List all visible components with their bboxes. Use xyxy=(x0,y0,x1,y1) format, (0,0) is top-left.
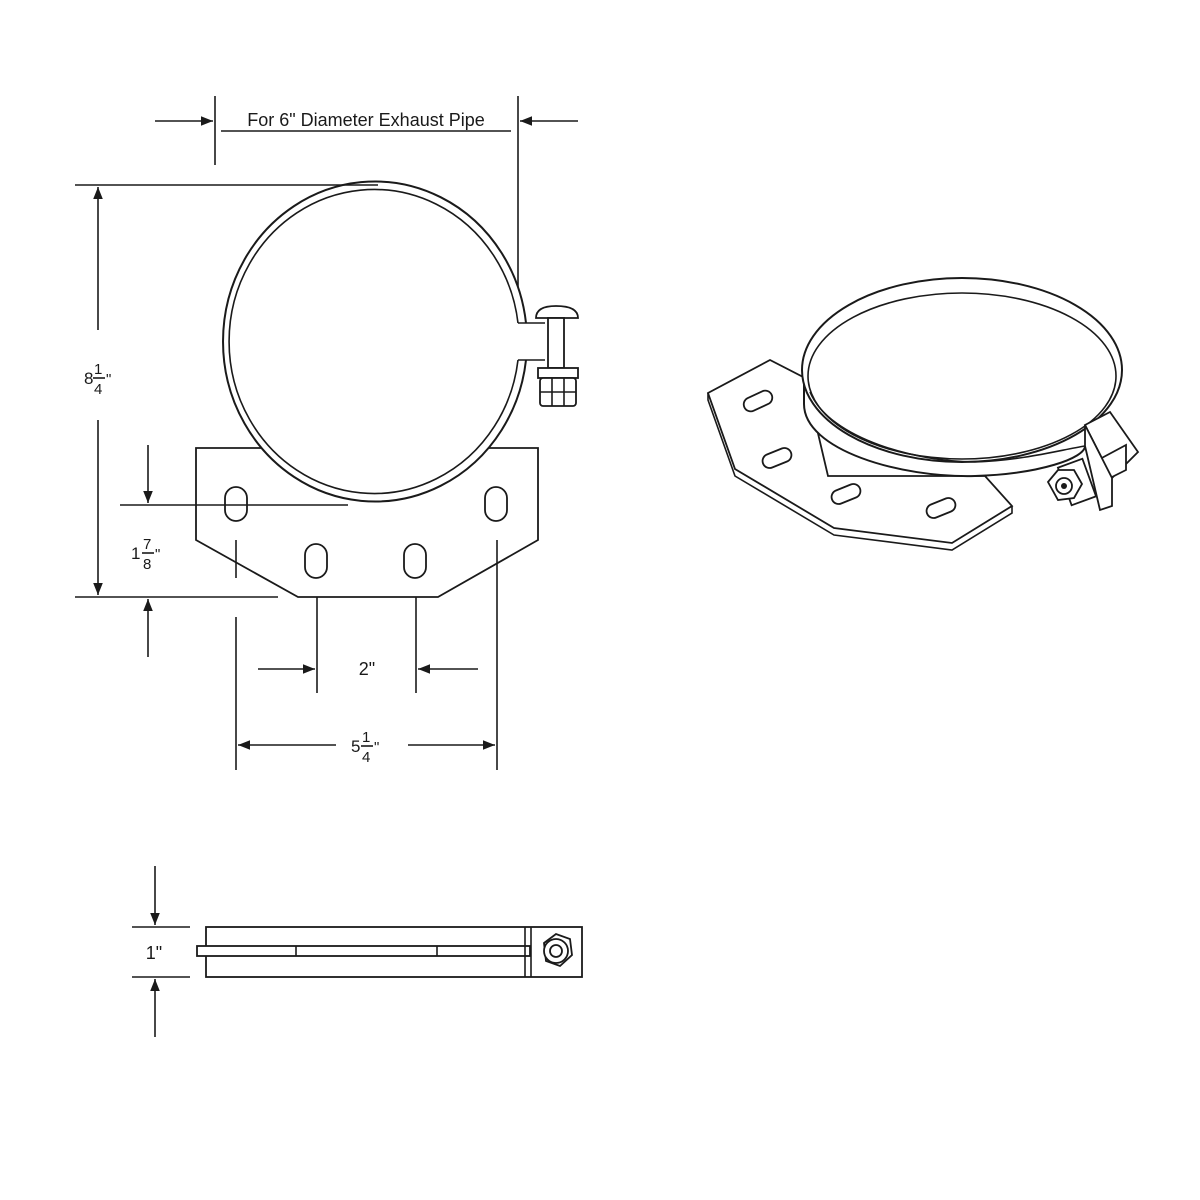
mounting-slot xyxy=(403,543,427,579)
pipe-diameter-dimension: For 6" Diameter Exhaust Pipe xyxy=(155,96,578,290)
overall-height-dimension: 8 1 4 " xyxy=(75,184,378,598)
band-width-label: 1" xyxy=(146,943,162,963)
overall-height-unit: " xyxy=(106,371,111,388)
iso-bracket-plate xyxy=(706,358,1014,544)
side-view: 1" xyxy=(132,866,583,1037)
bolt-spacing-whole: 5 xyxy=(351,737,360,756)
iso-clamp-band xyxy=(801,277,1123,478)
iso-bolt-block xyxy=(1046,410,1140,512)
bolt-spacing-denominator: 4 xyxy=(362,749,370,766)
bolt-spacing-dimension: 5 1 4 " xyxy=(235,540,498,770)
overall-height-denominator: 4 xyxy=(94,381,102,398)
bolt-spacing-unit: " xyxy=(374,739,379,756)
overall-height-numerator: 1 xyxy=(94,361,102,378)
mounting-slot xyxy=(224,486,248,522)
overall-height-whole: 8 xyxy=(84,369,93,388)
mounting-bracket-plate xyxy=(195,447,539,598)
base-height-denominator: 8 xyxy=(143,556,151,573)
base-height-unit: " xyxy=(155,546,160,563)
base-height-dimension: 1 7 8 " xyxy=(120,445,348,657)
mounting-slot xyxy=(484,486,508,522)
slot-spacing-dimension: 2" xyxy=(258,597,478,693)
band-width-dimension: 1" xyxy=(132,866,190,1037)
bolt-and-nut xyxy=(535,305,579,407)
isometric-view xyxy=(706,277,1140,551)
mounting-slot xyxy=(304,543,328,579)
pipe-diameter-label: For 6" Diameter Exhaust Pipe xyxy=(247,110,485,130)
base-height-numerator: 7 xyxy=(143,536,151,553)
base-height-whole: 1 xyxy=(131,544,140,563)
bolt-spacing-numerator: 1 xyxy=(362,729,370,746)
clamp-band xyxy=(222,180,545,503)
slot-spacing-label: 2" xyxy=(359,659,375,679)
front-view: For 6" Diameter Exhaust Pipe xyxy=(75,96,579,770)
